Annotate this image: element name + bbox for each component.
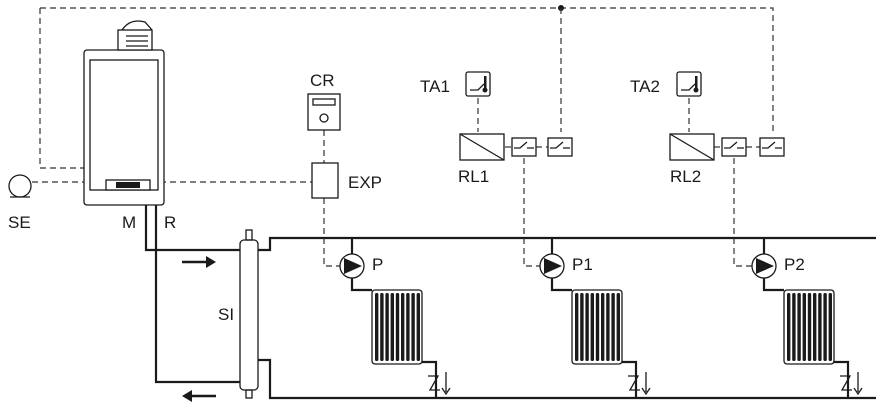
radiator-fin bbox=[580, 293, 584, 361]
label-ta1: TA1 bbox=[420, 77, 450, 96]
radiator-fin bbox=[818, 293, 822, 361]
radiator-zone-p1 bbox=[571, 289, 623, 365]
remote-control-cr bbox=[307, 93, 341, 131]
radiator-fin bbox=[807, 293, 812, 361]
switch-rl1-a bbox=[511, 137, 537, 157]
valve-zone-p bbox=[428, 372, 451, 396]
radiator-fin bbox=[390, 293, 394, 361]
relay-rl2 bbox=[669, 133, 715, 161]
label-p1: P1 bbox=[572, 255, 593, 274]
expansion-module-exp bbox=[311, 162, 339, 199]
radiator-fin bbox=[606, 293, 610, 361]
control-wiring bbox=[32, 5, 774, 267]
room-thermostat-ta2 bbox=[676, 71, 702, 97]
radiator-fin bbox=[411, 293, 415, 361]
switch-rl2-a bbox=[721, 137, 747, 157]
radiator-fin bbox=[401, 293, 405, 361]
label-p: P bbox=[372, 255, 383, 274]
relay-rl1 bbox=[459, 133, 505, 161]
radiator-fin bbox=[802, 293, 806, 361]
radiator-zone-p bbox=[371, 289, 423, 365]
radiator-fin bbox=[616, 293, 620, 361]
pump-p2 bbox=[751, 253, 777, 279]
label-se: SE bbox=[8, 213, 31, 232]
room-thermostat-ta1 bbox=[465, 71, 491, 97]
radiator-fin bbox=[395, 293, 400, 361]
radiator-fin bbox=[611, 293, 615, 361]
radiator-fin bbox=[813, 293, 817, 361]
label-m: M bbox=[122, 213, 136, 232]
switch-rl1-b bbox=[547, 137, 573, 157]
radiator-fin bbox=[406, 293, 410, 361]
radiator-zone-p2 bbox=[783, 289, 835, 365]
pump-p bbox=[339, 253, 365, 279]
label-cr: CR bbox=[310, 71, 335, 90]
radiator-fin bbox=[385, 293, 389, 361]
flow-arrow-supply bbox=[182, 256, 216, 268]
radiator-fin bbox=[828, 293, 832, 361]
radiator-fin bbox=[590, 293, 594, 361]
radiator-fin bbox=[601, 293, 605, 361]
label-p2: P2 bbox=[784, 255, 805, 274]
hydraulic-pipes bbox=[144, 205, 876, 400]
label-ta2: TA2 bbox=[630, 77, 660, 96]
external-sensor-se bbox=[8, 174, 32, 198]
pump-p1 bbox=[539, 253, 565, 279]
switch-rl2-b bbox=[759, 137, 785, 157]
label-rl1: RL1 bbox=[458, 167, 489, 186]
radiator-fin bbox=[595, 293, 600, 361]
hydraulic-separator-si bbox=[239, 229, 259, 399]
boiler bbox=[83, 20, 165, 206]
label-r: R bbox=[164, 213, 176, 232]
radiator-fin bbox=[792, 293, 796, 361]
radiator-fin bbox=[823, 293, 827, 361]
radiator-fin bbox=[380, 293, 384, 361]
radiator-fin bbox=[575, 293, 579, 361]
radiator-fin bbox=[787, 293, 791, 361]
valve-zone-p2 bbox=[840, 372, 863, 396]
radiator-fin bbox=[585, 293, 589, 361]
radiator-fin bbox=[797, 293, 801, 361]
radiator-fin bbox=[416, 293, 420, 361]
label-si: SI bbox=[218, 305, 234, 324]
label-exp: EXP bbox=[348, 173, 382, 192]
radiator-fin bbox=[375, 293, 379, 361]
flow-arrow-return bbox=[182, 390, 216, 402]
valve-zone-p1 bbox=[628, 372, 651, 396]
label-rl2: RL2 bbox=[670, 167, 701, 186]
